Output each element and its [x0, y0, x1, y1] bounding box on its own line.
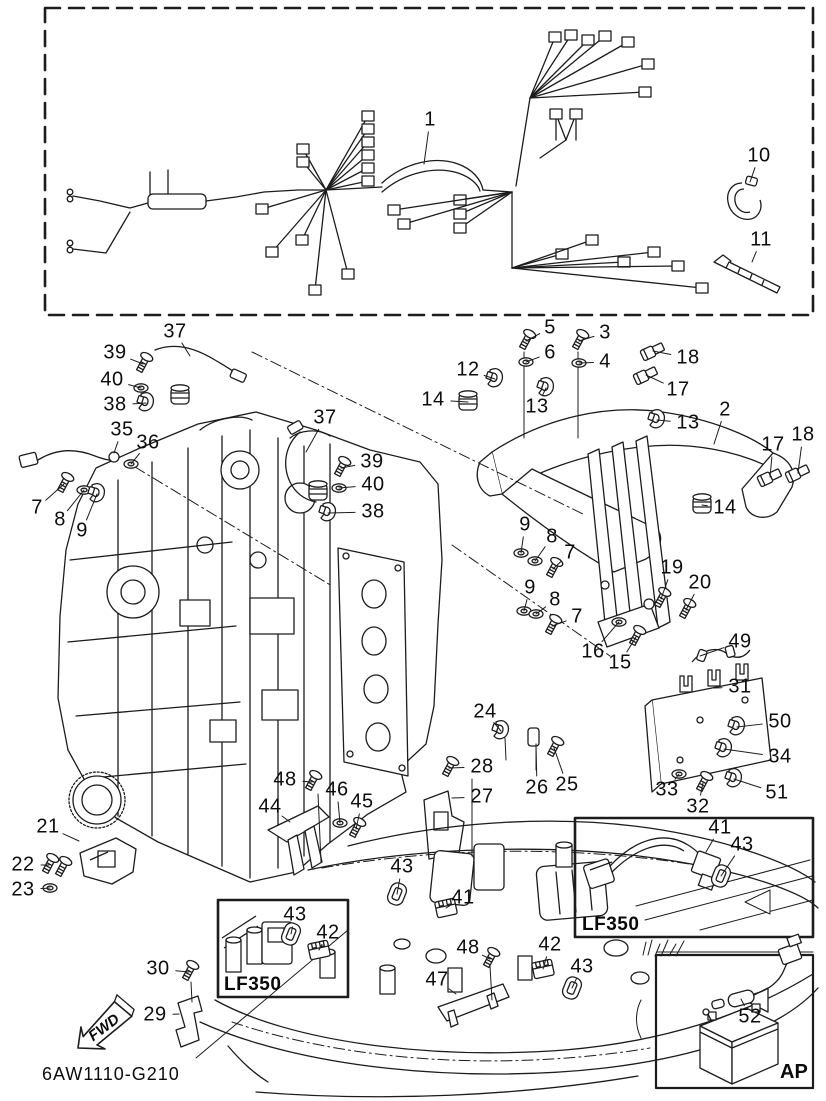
- small-brackets-drawing: [79, 790, 510, 1048]
- clamp-glyph: [136, 392, 155, 412]
- clamp-glyph: [724, 768, 743, 788]
- cable-tie-11-drawing: [713, 254, 781, 294]
- leader-lines: [40, 131, 802, 1015]
- bolt-glyph: [53, 470, 76, 495]
- construction-lines: [134, 351, 611, 1059]
- bolt-glyph: [438, 754, 461, 779]
- engine-drawing: [18, 345, 443, 883]
- clamp-glyph: [536, 377, 555, 397]
- bolt-glyph: [543, 734, 566, 759]
- battery-box: [654, 933, 815, 1090]
- lead-wire-drawing: [583, 837, 722, 891]
- lf350-label-right: LF350: [582, 914, 640, 935]
- bolt-glyph: [132, 350, 155, 375]
- wiring-harness-drawing: [66, 97, 577, 269]
- clamp-glyph: [318, 502, 337, 522]
- bolt-glyph: [542, 555, 565, 580]
- bolt-glyph: [515, 327, 538, 352]
- grommet-glyph: [692, 493, 712, 514]
- battery-lead-52-drawing: [702, 933, 803, 1021]
- inset-box-left: [216, 898, 350, 999]
- clamp-10-drawing: [726, 175, 762, 220]
- ap-label: AP: [780, 1061, 808, 1083]
- harness-connectors: [255, 29, 709, 296]
- lf350-label-left: LF350: [224, 974, 282, 995]
- clamp-glyph: [87, 483, 106, 503]
- bolt-glyph: [568, 327, 591, 352]
- mount-bracket-drawing: [476, 409, 795, 747]
- grommet-glyph: [458, 390, 478, 411]
- diagram-code: 6AW1110-G210: [42, 1064, 180, 1084]
- electrical-bracket-drawing: [644, 644, 772, 793]
- bolt-glyph: [178, 958, 201, 983]
- clamp-glyph: [485, 368, 504, 388]
- battery-drawing: [699, 1003, 779, 1085]
- bolt-glyph: [541, 612, 564, 637]
- bolt-glyph: [479, 945, 502, 970]
- wiring-harness-box: [43, 6, 815, 317]
- fwd-arrow: FWD: [77, 994, 135, 1050]
- bolt-glyph: [301, 768, 324, 793]
